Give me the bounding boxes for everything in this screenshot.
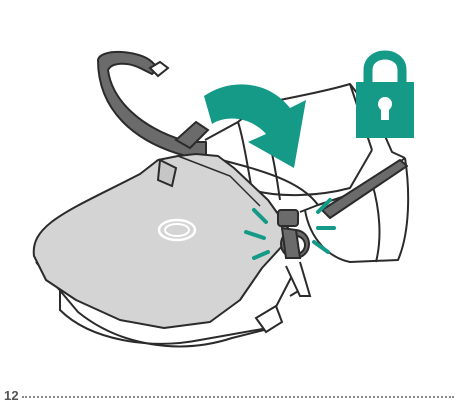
page-number: 12 <box>4 388 19 403</box>
page-footer: 12 <box>4 385 454 405</box>
side-rail <box>322 160 407 218</box>
dotted-rule <box>22 396 454 398</box>
carry-handle <box>98 52 208 156</box>
connector-clip <box>278 210 309 258</box>
lock-icon <box>356 55 414 138</box>
